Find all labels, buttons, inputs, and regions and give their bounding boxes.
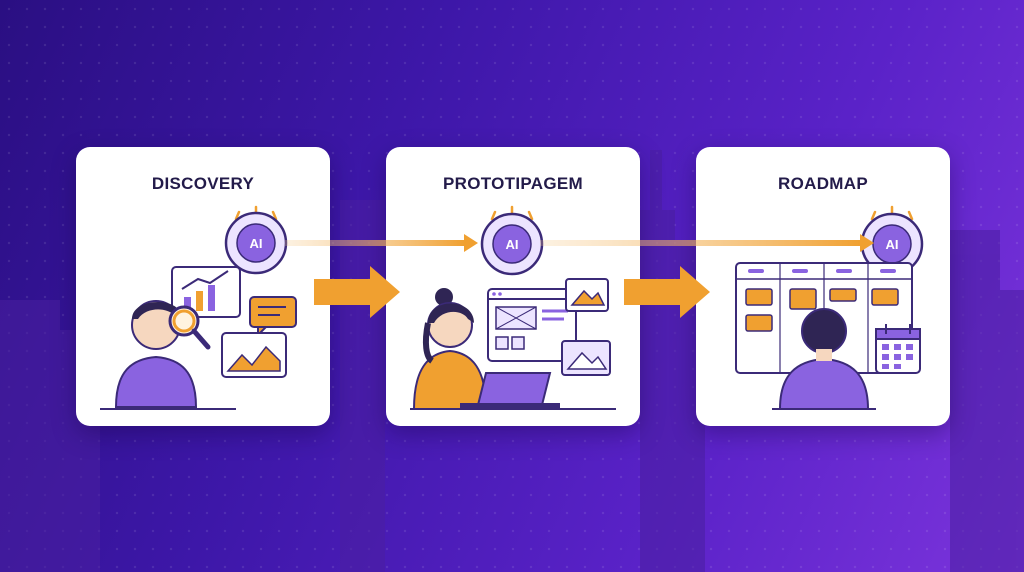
ai-badge-label: AI bbox=[506, 237, 519, 252]
chart-icon bbox=[171, 266, 241, 318]
card-title-prototipagem: PROTOTIPAGEM bbox=[443, 174, 583, 193]
chat-bubble-icon bbox=[249, 296, 297, 338]
card-title-discovery: DISCOVERY bbox=[151, 174, 255, 193]
card-discovery: DISCOVERY AI bbox=[76, 147, 330, 426]
person-planner bbox=[778, 308, 870, 410]
person-designer bbox=[412, 288, 488, 410]
wireframe-icon bbox=[487, 288, 577, 362]
prototipagem-illustration: AI bbox=[410, 205, 616, 410]
roadmap-illustration: AI bbox=[735, 205, 924, 410]
calendar-icon bbox=[875, 324, 921, 374]
discovery-illustration: AI bbox=[100, 205, 297, 410]
card-roadmap: ROADMAP AI bbox=[696, 147, 950, 426]
card-title-roadmap: ROADMAP bbox=[778, 174, 868, 193]
area-chart-icon bbox=[221, 332, 287, 378]
ai-badge-label: AI bbox=[886, 237, 899, 252]
card-prototipagem: PROTOTIPAGEM AI bbox=[386, 147, 640, 426]
person-analyst bbox=[100, 300, 236, 410]
laptop-icon bbox=[460, 372, 560, 408]
ai-badge-label: AI bbox=[250, 236, 263, 251]
brain-ai-icon: AI bbox=[224, 205, 288, 275]
brain-ai-icon: AI bbox=[480, 205, 544, 276]
brain-ai-icon: AI bbox=[860, 205, 924, 276]
image-card-icon bbox=[561, 278, 611, 376]
